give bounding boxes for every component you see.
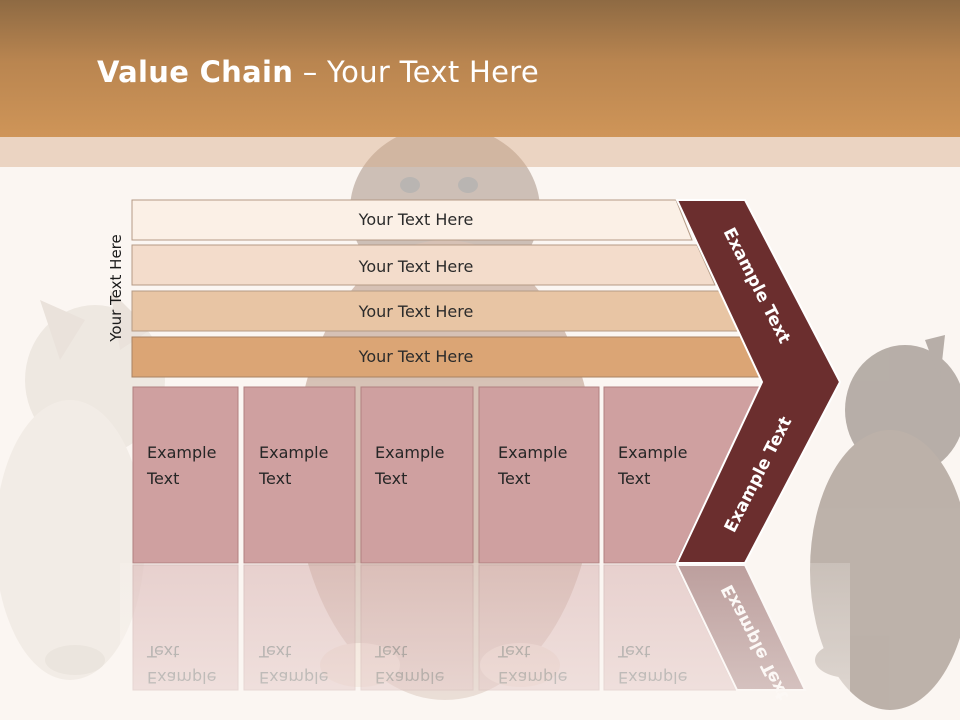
column-2: Example Text: [243, 386, 356, 564]
bar-1-label: Your Text Here: [358, 210, 474, 229]
bar-1: Your Text Here: [131, 199, 693, 241]
slide-title-rest: – Your Text Here: [293, 55, 539, 89]
column-5-line1: Example: [618, 443, 687, 462]
column-2-line2: Text: [258, 469, 291, 488]
reflection-fade: [120, 563, 850, 720]
column-5-line2: Text: [617, 469, 650, 488]
title-bar-strip: [0, 137, 960, 167]
bar-3: Your Text Here: [131, 290, 739, 332]
bar-4: Your Text Here: [131, 336, 763, 378]
column-4: Example Text: [478, 386, 600, 564]
column-1: Example Text: [132, 386, 239, 564]
slide-title: Value Chain – Your Text Here: [97, 55, 539, 89]
bar-4-label: Your Text Here: [358, 347, 474, 366]
title-bar: [0, 0, 960, 137]
column-3-line2: Text: [374, 469, 407, 488]
column-1-line1: Example: [147, 443, 216, 462]
column-3: Example Text: [360, 386, 474, 564]
bar-2-label: Your Text Here: [358, 257, 474, 276]
column-4-line1: Example: [498, 443, 567, 462]
column-3-line1: Example: [375, 443, 444, 462]
column-2-line1: Example: [259, 443, 328, 462]
slide-title-bold: Value Chain: [97, 55, 294, 89]
bar-3-label: Your Text Here: [358, 302, 474, 321]
column-4-line2: Text: [497, 469, 530, 488]
bar-2: Your Text Here: [131, 244, 716, 286]
column-1-line2: Text: [146, 469, 179, 488]
